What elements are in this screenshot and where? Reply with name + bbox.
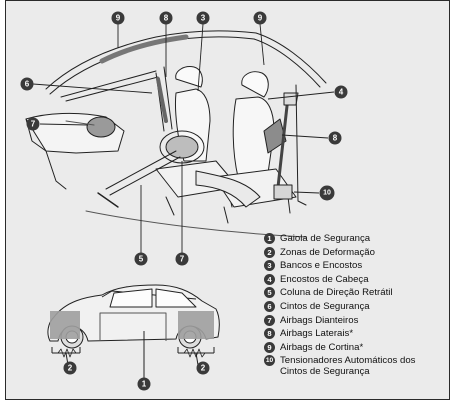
- callout-5-steering-column: 5: [134, 252, 148, 266]
- svg-text:2: 2: [201, 364, 206, 373]
- svg-text:1: 1: [142, 380, 147, 389]
- legend-label: Airbags Dianteiros: [280, 314, 359, 326]
- legend-list: 1 Gaiola de Segurança 2 Zonas de Deformaçã…: [264, 233, 415, 379]
- svg-text:8: 8: [333, 134, 338, 143]
- legend-item-1: 1 Gaiola de Segurança: [264, 233, 415, 247]
- legend-label: Tensionadores Automáticos dos Cintos de …: [280, 355, 416, 378]
- callouts: 9 8 3 9 6 4 7 8 10 5 7 2 2 1: [20, 11, 348, 391]
- callout-9-curtain-left: 9: [111, 11, 125, 25]
- legend-number: 2: [264, 246, 275, 258]
- legend-number: 8: [264, 328, 275, 340]
- legend-number: 1: [264, 233, 275, 244]
- callout-8-side-airbag: 8: [159, 11, 173, 25]
- callout-leaders: [32, 23, 335, 256]
- legend-number: 7: [264, 314, 275, 326]
- callout-7-front-airbag: 7: [175, 252, 189, 266]
- callout-6-seatbelts: 6: [20, 77, 34, 91]
- diagram-panel: 9 8 3 9 6 4 7 8 10 5 7 2 2 1 1 Gaiola de …: [5, 0, 450, 400]
- legend-label: Airbags Laterais*: [280, 328, 354, 340]
- callout-2-crumple-rear: 2: [196, 361, 210, 375]
- svg-text:8: 8: [164, 14, 169, 23]
- legend-label: Gaiola de Segurança: [280, 233, 371, 244]
- callout-2-crumple-front: 2: [63, 361, 77, 375]
- legend-item-7: 7 Airbags Dianteiros: [264, 314, 415, 329]
- legend-number: 4: [264, 273, 275, 285]
- callout-10-tensioners: 10: [319, 185, 335, 201]
- legend-item-9: 9 Airbags de Cortina*: [264, 341, 415, 356]
- legend-number: 6: [264, 300, 275, 312]
- svg-text:6: 6: [25, 80, 30, 89]
- legend-label: Zonas de Deformação: [280, 246, 375, 258]
- legend-number: 5: [264, 287, 275, 299]
- svg-text:5: 5: [139, 255, 144, 264]
- legend-item-8: 8 Airbags Laterais*: [264, 328, 415, 342]
- legend-item-5: 5 Coluna de Direção Retrátil: [264, 287, 415, 301]
- svg-text:2: 2: [68, 364, 73, 373]
- legend-label: Cintos de Segurança: [280, 300, 370, 312]
- legend-label: Bancos e Encostos: [280, 260, 363, 272]
- legend-number: 10: [264, 355, 275, 367]
- callout-1-safety-cage: 1: [137, 377, 151, 391]
- callout-4-head-restraints: 4: [334, 85, 348, 99]
- svg-text:9: 9: [116, 14, 121, 23]
- legend-item-6: 6 Cintos de Segurança: [264, 300, 415, 315]
- legend-item-4: 4 Encostos de Cabeça: [264, 273, 415, 288]
- svg-text:4: 4: [339, 88, 344, 97]
- legend-item-2: 2 Zonas de Deformação: [264, 246, 415, 261]
- callout-7-front-airbag-left: 7: [26, 117, 40, 131]
- interior-and-car-illustration: 9 8 3 9 6 4 7 8 10 5 7 2 2 1: [20, 11, 348, 391]
- callout-9-curtain-right: 9: [253, 11, 267, 25]
- legend-item-10: 10 Tensionadores Automáticos dos Cintos d…: [264, 355, 415, 379]
- car-side-drawing: [47, 284, 220, 379]
- svg-text:7: 7: [180, 255, 185, 264]
- svg-text:3: 3: [201, 14, 206, 23]
- callout-8-side-airbag-right: 8: [328, 131, 342, 145]
- legend-number: 9: [264, 341, 275, 353]
- svg-text:10: 10: [323, 190, 331, 197]
- legend-item-3: 3 Bancos e Encostos: [264, 260, 415, 274]
- svg-text:9: 9: [258, 14, 263, 23]
- legend-label: Encostos de Cabeça: [280, 273, 369, 285]
- legend-label: Airbags de Cortina*: [280, 341, 364, 353]
- legend-number: 3: [264, 260, 275, 272]
- svg-text:7: 7: [31, 120, 36, 129]
- legend-label: Coluna de Direção Retrátil: [280, 287, 393, 299]
- cabin-drawing: [25, 30, 327, 238]
- callout-3-seats: 3: [196, 11, 210, 25]
